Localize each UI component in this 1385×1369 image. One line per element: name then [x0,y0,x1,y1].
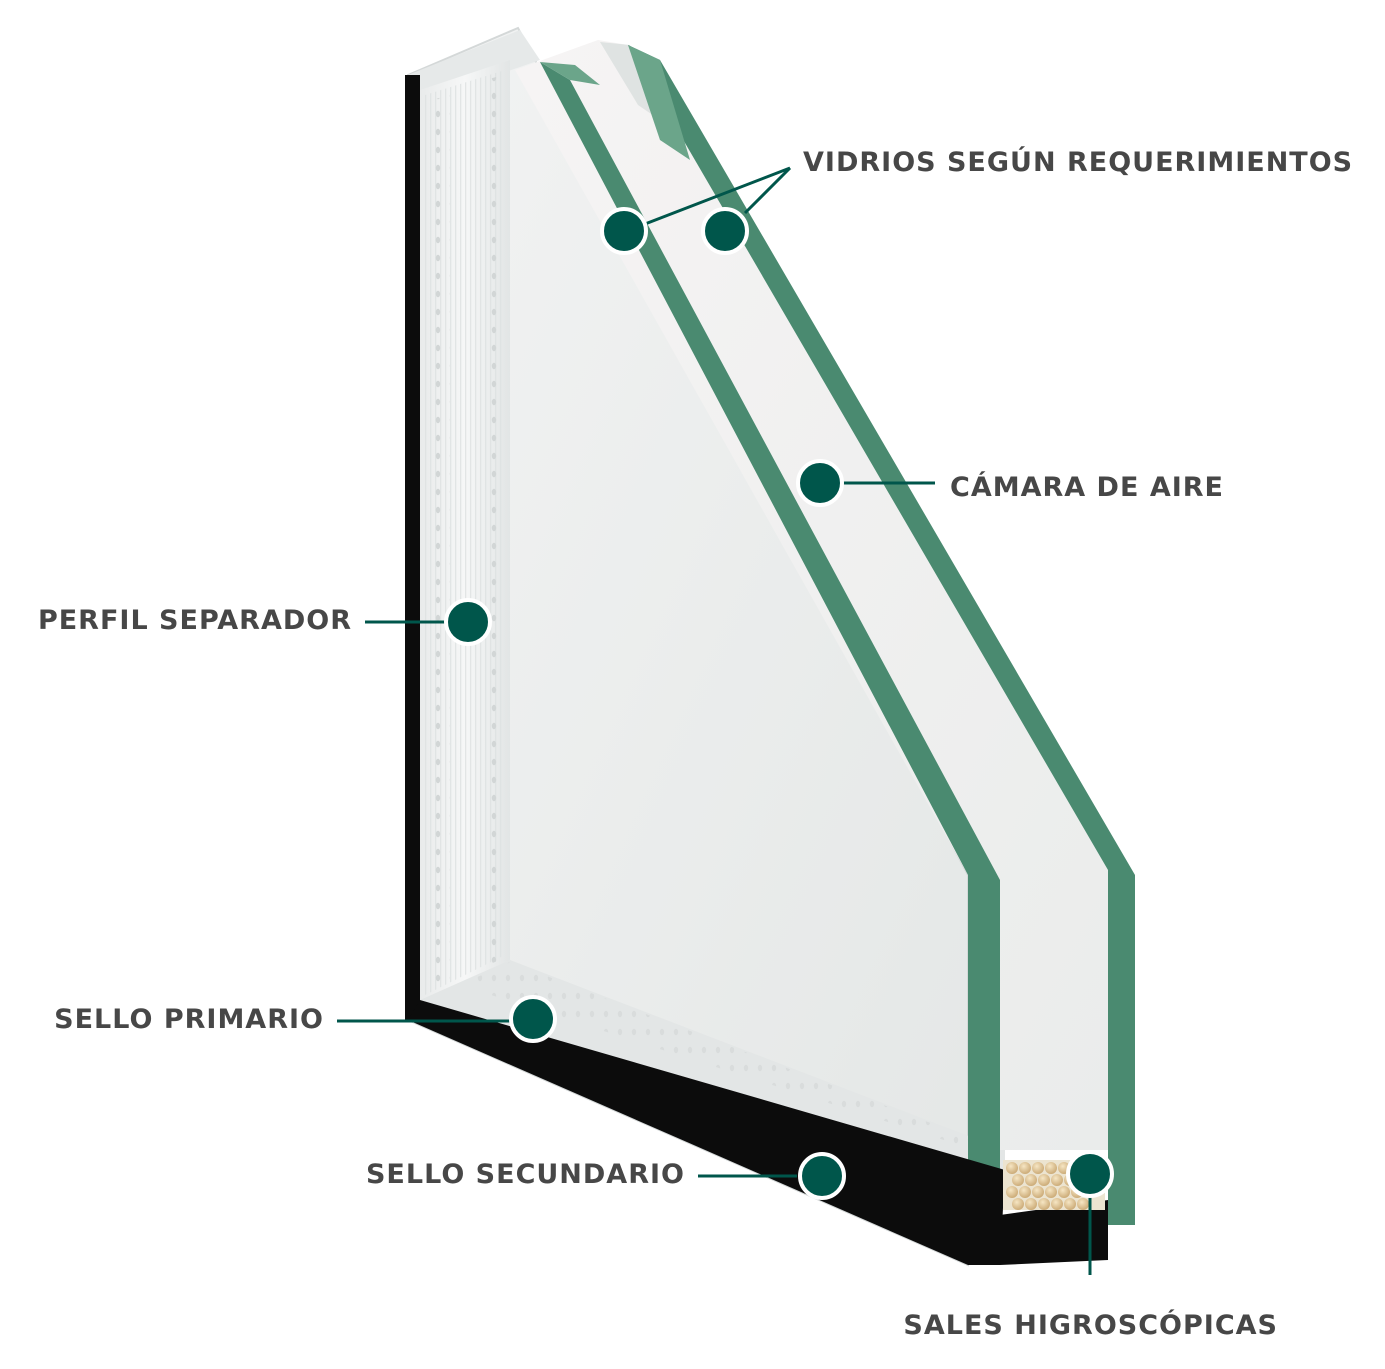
marker-sello-primario [509,995,557,1043]
label-sales: SALES HIGROSCÓPICAS [903,1310,1278,1341]
salt-bead [1012,1174,1024,1186]
primary-seal [405,75,420,1020]
marker-perfil [444,598,492,646]
salt-bead [1038,1198,1050,1210]
label-sello-primario: SELLO PRIMARIO [54,1004,324,1035]
label-perfil: PERFIL SEPARADOR [37,605,352,636]
label-sello-secundario: SELLO SECUNDARIO [365,1159,685,1190]
marker-camara [796,459,844,507]
label-vidrios: VIDRIOS SEGÚN REQUERIMIENTOS [803,147,1354,178]
salt-bead [1058,1186,1070,1198]
salt-bead [1019,1186,1031,1198]
salt-bead [1006,1162,1018,1174]
salt-bead [1019,1162,1031,1174]
salt-bead [1025,1174,1037,1186]
salt-bead [1032,1186,1044,1198]
glass-edge-outer [628,45,1135,1225]
salt-bead [1045,1162,1057,1174]
salt-bead [1051,1198,1063,1210]
marker-vidrio-2 [701,207,749,255]
secondary-seal [408,1000,1108,1265]
salt-bead [1025,1198,1037,1210]
glass-edge-inner [540,62,1000,1265]
markers [444,207,1114,1200]
leader-vidrios-1 [644,166,791,226]
front-glass-pane [515,40,1108,1150]
salt-bead [1012,1198,1024,1210]
salt-bead [1045,1186,1057,1198]
salt-bead [1064,1198,1076,1210]
leader-vidrios-2 [743,166,792,215]
marker-sales [1066,1150,1114,1198]
label-camara: CÁMARA DE AIRE [950,472,1224,503]
salt-bead [1006,1186,1018,1198]
salt-bead [1032,1162,1044,1174]
marker-vidrio-1 [600,207,648,255]
marker-sello-secundario [798,1152,846,1200]
salt-bead [1051,1174,1063,1186]
salt-bead [1038,1174,1050,1186]
spacer-profile [420,60,1005,1170]
salt-bead [1077,1198,1089,1210]
leader-lines [337,166,1092,1275]
